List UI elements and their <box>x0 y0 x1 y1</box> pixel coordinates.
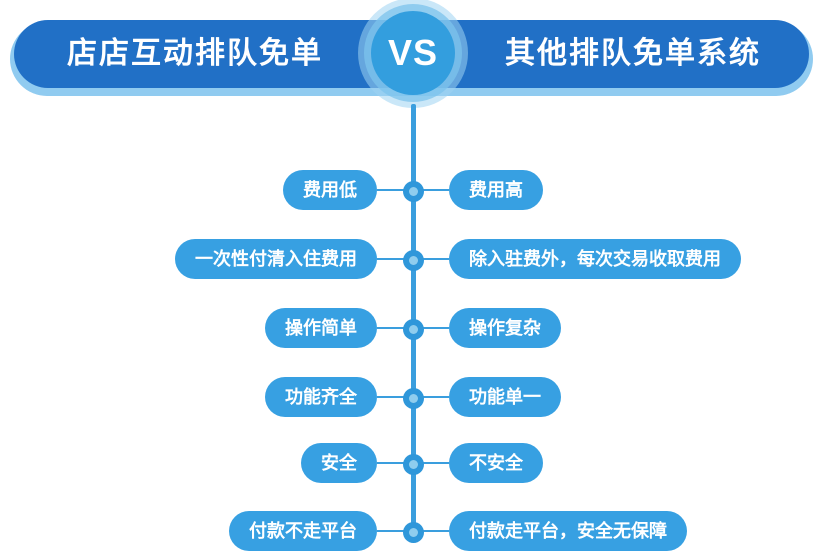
row-label-left[interactable]: 费用低 <box>283 170 377 210</box>
connector-right <box>413 189 449 191</box>
row-label-left[interactable]: 功能齐全 <box>265 377 377 417</box>
comparison-row: 费用低 费用高 <box>0 170 823 210</box>
vs-label: VS <box>387 32 439 73</box>
vs-circle-icon <box>371 11 455 95</box>
row-label-right[interactable]: 不安全 <box>449 443 543 483</box>
comparison-row: 付款不走平台 付款走平台，安全无保障 <box>0 511 823 551</box>
connector-left <box>377 327 413 329</box>
connector-right <box>413 530 449 532</box>
node-dot-icon <box>403 319 424 340</box>
connector-right <box>413 396 449 398</box>
row-label-left[interactable]: 操作简单 <box>265 308 377 348</box>
row-label-right[interactable]: 除入驻费外，每次交易收取费用 <box>449 239 741 279</box>
row-label-left[interactable]: 安全 <box>301 443 377 483</box>
connector-left <box>377 462 413 464</box>
comparison-row: 安全 不安全 <box>0 443 823 483</box>
header-banner: 店店互动排队免单 其他排队免单系统 VS <box>0 0 823 110</box>
connector-left <box>377 189 413 191</box>
row-label-right[interactable]: 付款走平台，安全无保障 <box>449 511 687 551</box>
row-label-left[interactable]: 一次性付清入住费用 <box>175 239 377 279</box>
row-label-right[interactable]: 费用高 <box>449 170 543 210</box>
node-dot-icon <box>403 388 424 409</box>
row-label-left[interactable]: 付款不走平台 <box>229 511 377 551</box>
connector-left <box>377 396 413 398</box>
node-dot-icon <box>403 181 424 202</box>
node-dot-icon <box>403 250 424 271</box>
row-label-right[interactable]: 功能单一 <box>449 377 561 417</box>
center-spine <box>411 104 416 531</box>
connector-right <box>413 462 449 464</box>
connector-right <box>413 327 449 329</box>
header-title-left: 店店互动排队免单 <box>67 37 323 70</box>
vs-badge: VS <box>358 0 468 108</box>
connector-right <box>413 258 449 260</box>
connector-left <box>377 258 413 260</box>
node-dot-icon <box>403 522 424 543</box>
comparison-row: 操作简单 操作复杂 <box>0 308 823 348</box>
connector-left <box>377 530 413 532</box>
node-dot-icon <box>403 454 424 475</box>
comparison-row: 一次性付清入住费用 除入驻费外，每次交易收取费用 <box>0 239 823 279</box>
row-label-right[interactable]: 操作复杂 <box>449 308 561 348</box>
comparison-row: 功能齐全 功能单一 <box>0 377 823 417</box>
header-title-right: 其他排队免单系统 <box>505 37 761 70</box>
